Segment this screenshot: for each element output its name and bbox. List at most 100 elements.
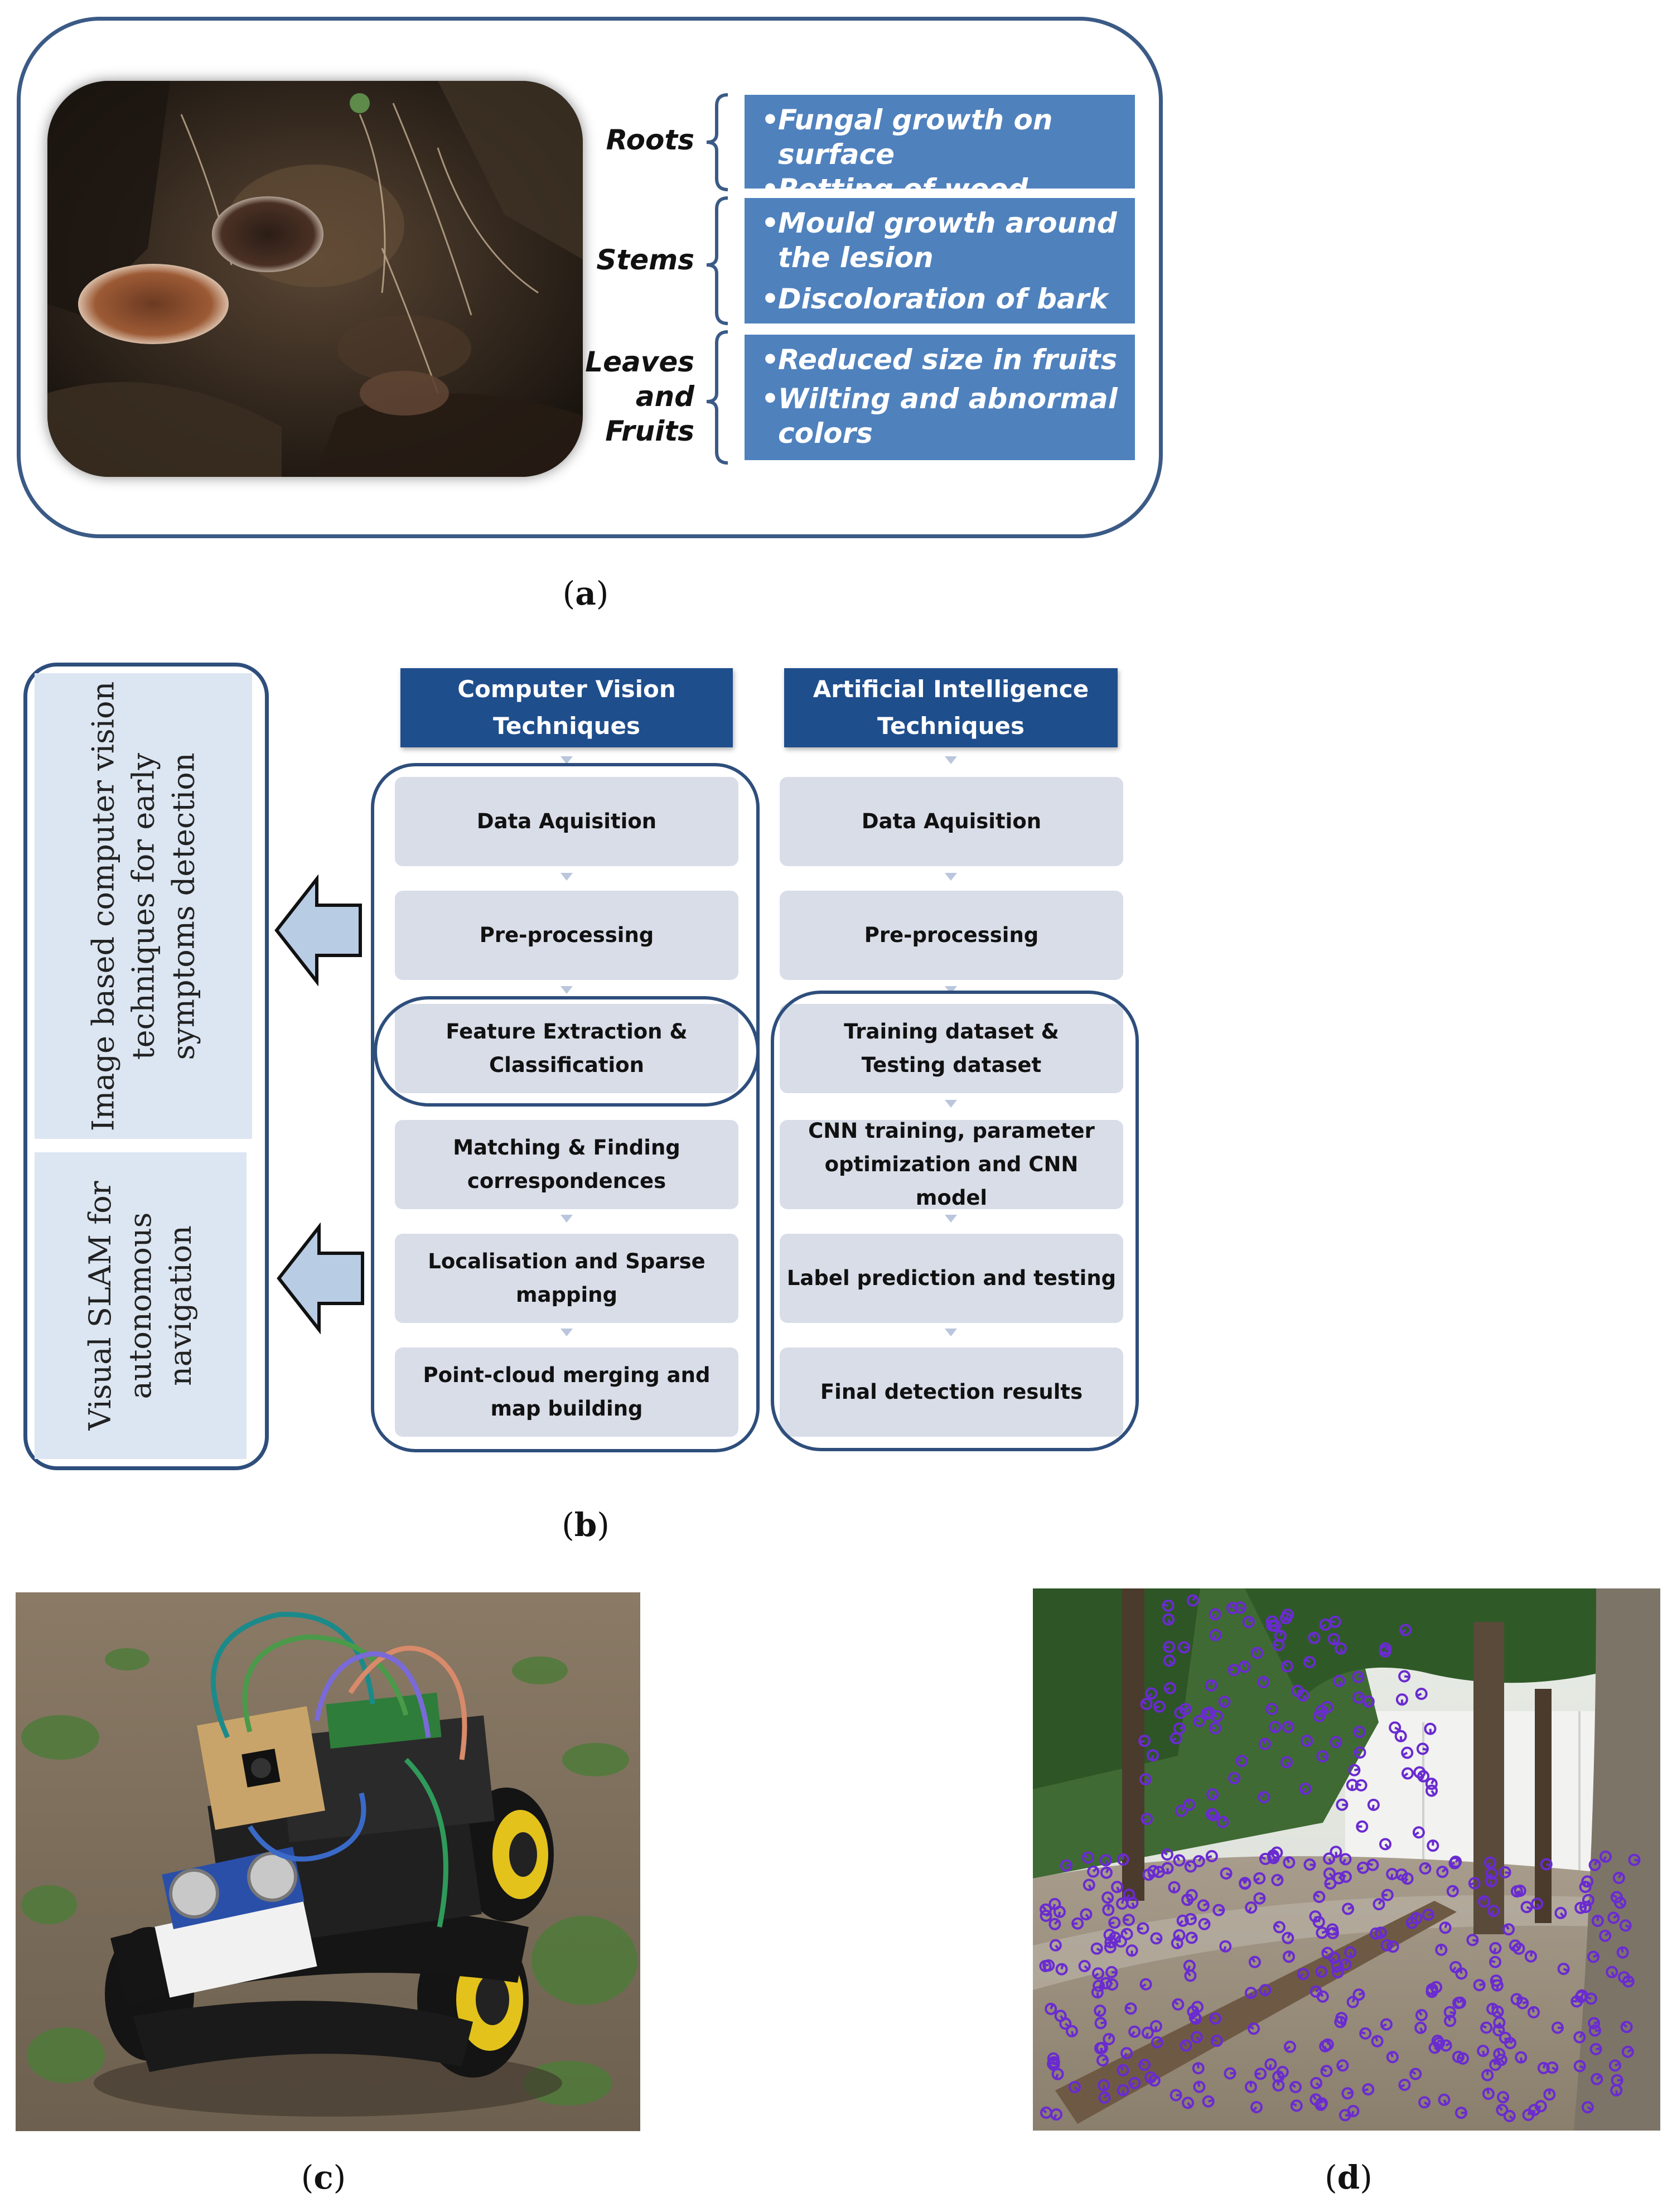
feature-orientation	[1105, 1860, 1109, 1866]
feature-orientation	[1490, 1910, 1495, 1916]
feature-point	[1308, 1631, 1321, 1644]
ai-step-training-dataset: Training dataset & Testing dataset	[780, 1004, 1123, 1093]
feature-orientation	[1108, 1979, 1113, 1986]
feature-orientation	[1527, 2109, 1531, 2116]
feature-orientation	[1064, 2022, 1070, 2028]
feature-point	[1619, 1919, 1632, 1932]
feature-point	[1489, 1955, 1501, 1968]
feature-point	[1248, 1955, 1261, 1968]
feature-point	[1401, 1872, 1414, 1885]
feature-point	[1120, 1928, 1133, 1940]
feature-point	[1183, 1798, 1196, 1811]
feature-orientation	[1125, 2006, 1131, 2010]
feature-point	[1051, 2068, 1064, 2080]
feature-orientation	[1492, 2059, 1497, 2065]
feature-orientation	[1259, 1897, 1265, 1900]
feature-orientation	[1192, 1595, 1197, 1601]
feature-point	[1279, 1612, 1292, 1625]
feature-point	[1496, 2104, 1509, 2116]
feature-point	[1514, 1885, 1526, 1897]
feature-orientation	[1321, 2068, 1327, 2073]
feature-point	[1183, 1959, 1196, 1972]
flow-arrow	[945, 1329, 957, 1336]
feature-orientation	[1202, 1902, 1209, 1907]
feature-orientation	[1088, 1884, 1093, 1890]
roots-brace	[706, 93, 728, 191]
feature-point	[1493, 2047, 1506, 2060]
feature-orientation	[1384, 1843, 1390, 1849]
feature-point	[1473, 1979, 1486, 1992]
feature-point	[1083, 1878, 1095, 1891]
feature-point	[1103, 2033, 1115, 2045]
feature-point	[1139, 1773, 1152, 1786]
feature-orientation	[1380, 1932, 1385, 1938]
feature-orientation	[1122, 2090, 1125, 2095]
feature-orientation	[1444, 1923, 1448, 1928]
leaves-symptoms-box: Reduced size in fruits Wilting and abnor…	[745, 335, 1135, 460]
feature-orientation	[1249, 2025, 1254, 2030]
feature-point	[1190, 2031, 1203, 2044]
feature-orientation	[1479, 1982, 1485, 1987]
cv-pipeline-ring	[371, 763, 760, 1452]
feature-point	[1098, 2091, 1111, 2104]
feature-orientation	[1156, 1937, 1162, 1941]
feature-point	[1316, 1750, 1329, 1762]
feature-point	[1418, 2096, 1431, 2109]
brace-group	[706, 93, 728, 465]
feature-point	[1282, 1931, 1294, 1944]
feature-orientation	[1173, 2000, 1179, 2006]
feature-point	[1546, 2061, 1559, 2074]
feature-point	[1184, 1860, 1197, 1873]
feature-point	[1328, 1952, 1341, 1964]
feature-point	[1531, 1897, 1544, 1910]
feature-orientation	[1055, 2073, 1059, 2079]
feature-orientation	[1418, 1771, 1424, 1778]
feature-orientation	[1422, 1747, 1428, 1751]
feature-point	[1173, 1929, 1186, 1941]
feature-point	[1087, 1865, 1100, 1878]
feature-point	[1242, 1616, 1255, 1629]
feature-point	[1371, 2035, 1384, 2047]
feature-orientation	[1439, 1944, 1443, 1950]
feature-orientation	[1326, 2039, 1331, 2045]
feature-orientation	[1445, 2042, 1451, 2047]
feature-orientation	[1147, 1693, 1153, 1698]
feature-point	[1610, 1891, 1623, 1904]
feature-point	[1433, 2037, 1446, 2050]
feature-orientation	[1431, 1984, 1437, 1991]
feature-point	[1319, 1618, 1332, 1631]
feature-point	[1140, 1698, 1153, 1711]
feature-orientation	[1419, 2027, 1424, 2033]
feature-point	[1162, 1599, 1175, 1612]
feature-point	[1485, 1867, 1498, 1880]
feature-point	[1128, 2025, 1141, 2038]
feature-point	[1537, 2061, 1550, 2074]
feature-orientation	[1191, 1934, 1197, 1939]
feature-orientation	[1428, 1913, 1434, 1916]
feature-point	[1435, 1943, 1448, 1956]
flow-arrow	[945, 1100, 957, 1108]
feature-orientation	[1312, 1633, 1316, 1639]
feature-orientation	[1400, 1629, 1407, 1634]
feature-point	[1380, 2018, 1393, 2031]
feature-orientation	[1229, 1668, 1234, 1672]
early-detection-text: Image based computer vision techniques f…	[85, 681, 201, 1132]
feature-point	[1276, 2066, 1289, 2078]
feature-point	[1487, 1905, 1500, 1918]
feature-point	[1452, 1997, 1465, 2010]
feature-point	[1443, 2006, 1456, 2018]
feature-orientation	[1121, 1898, 1125, 1904]
feature-orientation	[1381, 1650, 1386, 1656]
feature-point	[1493, 2016, 1506, 2029]
feature-point	[1245, 1901, 1258, 1914]
feature-orientation	[1286, 1857, 1291, 1863]
feature-point	[1192, 2062, 1205, 2075]
feature-orientation	[1587, 2106, 1593, 2111]
feature-point	[1480, 2021, 1493, 2034]
feature-point	[1205, 1679, 1217, 1692]
feature-point	[1173, 1854, 1186, 1867]
feature-orientation	[1285, 2046, 1291, 2051]
feature-point	[1344, 1946, 1357, 1959]
feature-point	[1584, 1992, 1597, 2005]
feature-orientation	[1190, 1916, 1196, 1920]
